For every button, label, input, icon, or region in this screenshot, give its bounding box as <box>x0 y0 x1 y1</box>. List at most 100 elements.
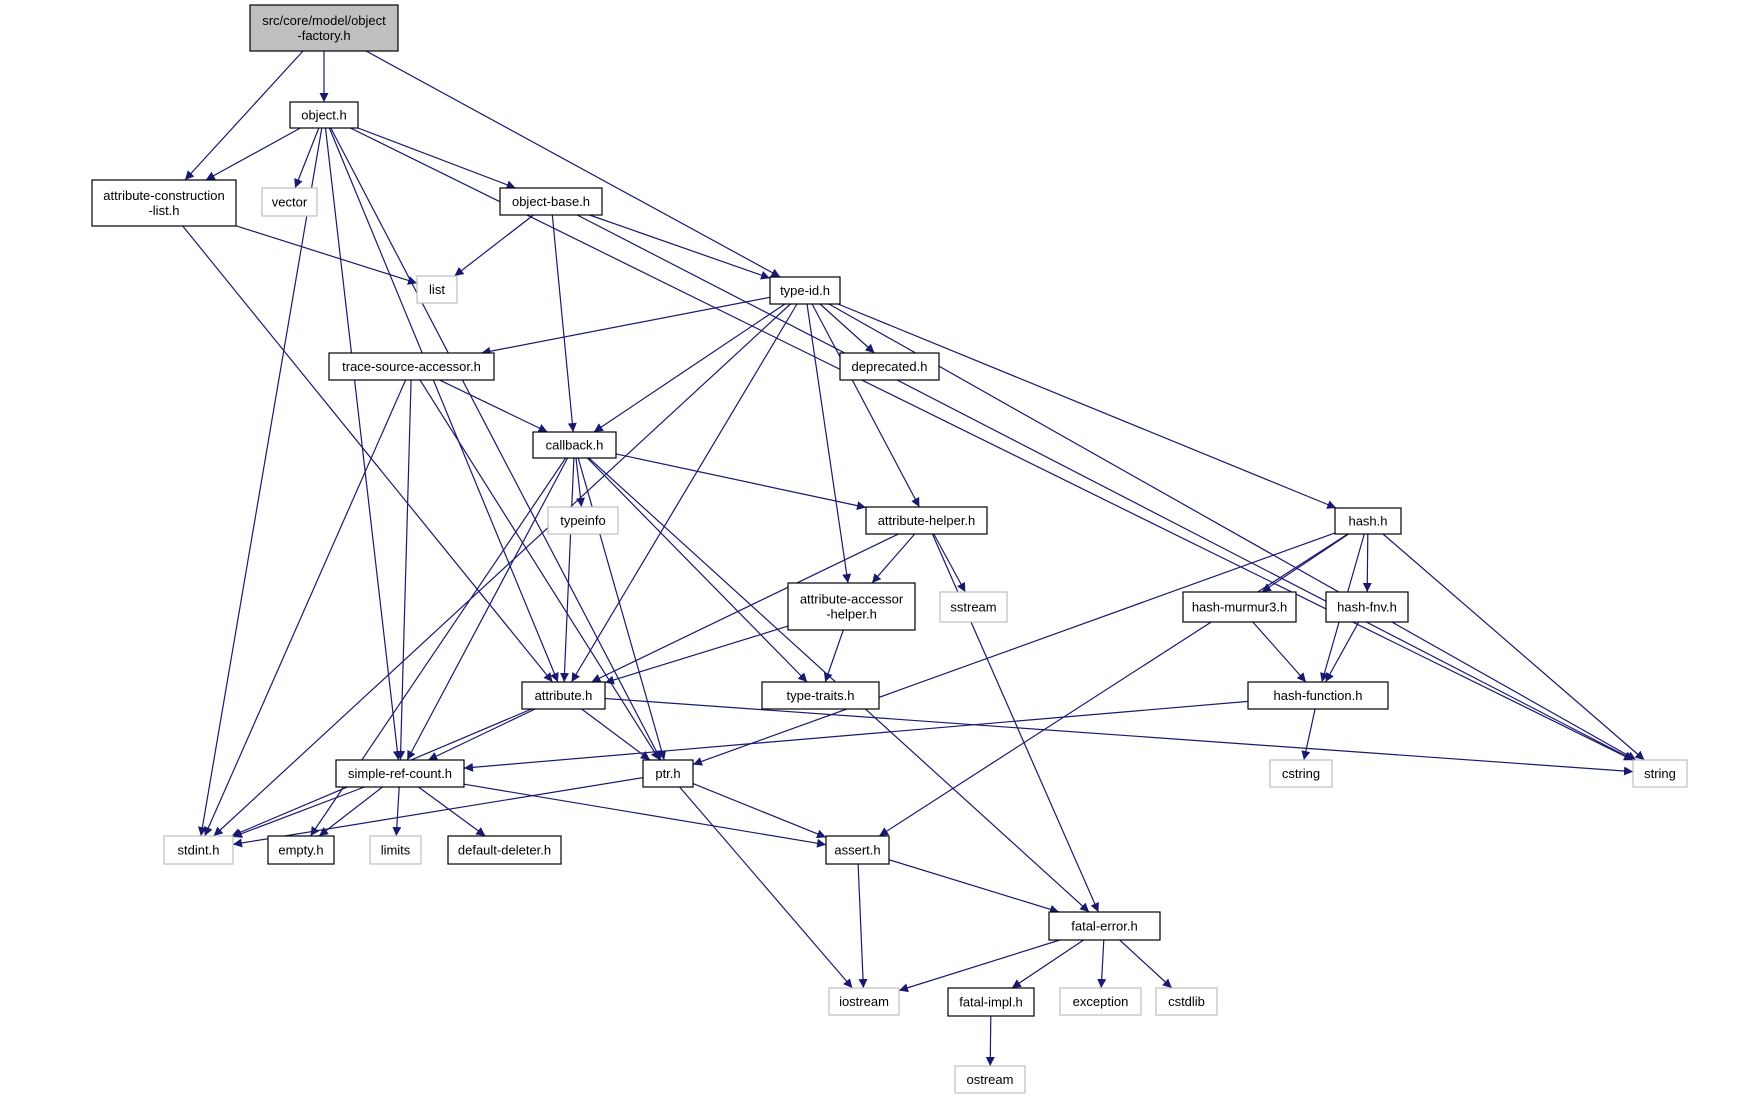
node-label-accessor-line2: -helper.h <box>826 607 877 622</box>
edge-simpleref-to-stdint <box>232 786 365 838</box>
node-box-root <box>249 4 399 52</box>
node-box-attrcons <box>91 179 237 227</box>
node-object[interactable]: object.h <box>289 101 359 129</box>
node-box-typeid <box>769 276 841 305</box>
node-box-exception <box>1059 987 1142 1016</box>
node-label-hash: hash.h <box>1348 514 1387 529</box>
node-assert[interactable]: assert.h <box>825 835 890 865</box>
edge-hash-to-assert <box>878 533 1349 837</box>
node-string: string <box>1632 759 1688 788</box>
node-fatalimpl[interactable]: fatal-impl.h <box>947 987 1035 1017</box>
node-list: list <box>416 275 458 304</box>
edge-accessor-to-attribute <box>604 625 789 685</box>
node-tsa[interactable]: trace-source-accessor.h <box>328 352 495 381</box>
node-label-assert: assert.h <box>834 843 880 858</box>
edge-attrhelper-to-accessor <box>871 533 916 584</box>
node-box-ptr <box>642 759 694 788</box>
edge-attribute-to-simpleref <box>428 708 536 761</box>
node-fnv[interactable]: hash-fnv.h <box>1325 591 1409 623</box>
node-box-hashfunc <box>1247 681 1389 710</box>
node-label-typetraits: type-traits.h <box>787 688 855 703</box>
edge-typeid-to-deprecated <box>819 303 875 354</box>
node-label-string: string <box>1644 766 1676 781</box>
node-iostream: iostream <box>828 987 900 1016</box>
node-label-stdint: stdint.h <box>178 843 220 858</box>
edge-typeid-to-callback <box>593 303 786 433</box>
edge-hashfunc-to-cstring <box>1301 708 1316 761</box>
node-box-limits <box>369 835 422 865</box>
node-hashfunc[interactable]: hash-function.h <box>1247 681 1389 710</box>
node-box-callback <box>532 431 617 459</box>
node-label-root-line1: src/core/model/object <box>262 13 386 28</box>
node-box-simpleref <box>335 759 465 788</box>
node-box-tsa <box>328 352 495 381</box>
edge-simpleref-to-assert <box>463 783 827 848</box>
node-box-murmur <box>1182 591 1297 623</box>
edge-fatalerr-to-fatalimpl <box>1011 939 1084 989</box>
node-label-murmur: hash-murmur3.h <box>1192 600 1287 615</box>
edge-typeid-to-tsa <box>481 296 771 356</box>
edge-object-to-ptr <box>330 127 662 761</box>
edge-simpleref-to-empty <box>318 786 383 837</box>
node-label-cstring: cstring <box>1282 766 1320 781</box>
node-accessor[interactable]: attribute-accessor-helper.h <box>787 582 916 631</box>
node-label-cstdlib: cstdlib <box>1168 994 1205 1009</box>
node-attrcons[interactable]: attribute-construction-list.h <box>91 179 237 227</box>
node-callback[interactable]: callback.h <box>532 431 617 459</box>
edge-typeid-to-attrhelper <box>811 303 920 508</box>
node-box-object <box>289 101 359 129</box>
node-label-ostream: ostream <box>967 1072 1014 1087</box>
edge-fnv-to-hashfunc <box>1324 621 1360 683</box>
edge-root-to-typeid <box>365 50 781 278</box>
edge-hash-to-fnv <box>1362 533 1372 593</box>
node-fatalerr[interactable]: fatal-error.h <box>1048 911 1161 941</box>
node-label-hashfunc: hash-function.h <box>1274 688 1363 703</box>
edge-murmur-to-hashfunc <box>1252 621 1307 683</box>
node-layer: src/core/model/object-factory.h object.h a… <box>91 4 1688 1094</box>
node-simpleref[interactable]: simple-ref-count.h <box>335 759 465 788</box>
edge-object-to-attribute <box>328 127 559 683</box>
node-label-fnv: hash-fnv.h <box>1337 600 1397 615</box>
edge-fatalerr-to-cstdlib <box>1119 939 1173 989</box>
node-typeid[interactable]: type-id.h <box>769 276 841 305</box>
node-deprecated[interactable]: deprecated.h <box>839 352 940 381</box>
edge-typeid-to-string <box>828 303 1637 761</box>
node-label-typeid: type-id.h <box>780 283 830 298</box>
node-vector: vector <box>261 187 318 217</box>
edge-tsa-to-simpleref <box>396 379 412 761</box>
node-root[interactable]: src/core/model/object-factory.h <box>249 4 399 52</box>
node-box-attrhelper <box>865 506 988 535</box>
edge-objbase-to-callback <box>551 214 577 433</box>
node-box-ostream <box>954 1065 1026 1094</box>
edge-callback-to-typetraits <box>586 457 808 683</box>
edge-tsa-to-ptr <box>419 379 661 761</box>
node-attribute[interactable]: attribute.h <box>521 681 606 710</box>
node-exception: exception <box>1059 987 1142 1016</box>
node-label-typeinfo: typeinfo <box>560 513 606 528</box>
node-cstring: cstring <box>1269 759 1333 788</box>
node-attrhelper[interactable]: attribute-helper.h <box>865 506 988 535</box>
node-objbase[interactable]: object-base.h <box>499 187 603 216</box>
node-box-typetraits <box>761 681 880 710</box>
node-box-fatalerr <box>1048 911 1161 941</box>
node-sstream: sstream <box>939 591 1008 623</box>
edge-ptr-to-stdint <box>232 777 644 848</box>
node-box-deprecated <box>839 352 940 381</box>
node-hash[interactable]: hash.h <box>1334 507 1402 535</box>
edge-typeid-to-attribute <box>570 303 798 683</box>
node-typetraits[interactable]: type-traits.h <box>761 681 880 710</box>
node-box-attribute <box>521 681 606 710</box>
edge-object-to-objbase <box>357 127 516 190</box>
edge-object-to-string <box>350 127 1634 761</box>
edge-fatalimpl-to-ostream <box>985 1015 995 1067</box>
edge-hashfunc-to-simpleref <box>463 700 1249 772</box>
node-murmur[interactable]: hash-murmur3.h <box>1182 591 1297 623</box>
edge-object-to-simpleref <box>324 127 402 761</box>
edge-ptr-to-iostream <box>679 786 853 989</box>
node-label-simpleref: simple-ref-count.h <box>348 766 452 781</box>
edge-typeid-to-accessor <box>806 303 852 584</box>
node-label-ptr: ptr.h <box>655 766 680 781</box>
node-ptr[interactable]: ptr.h <box>642 759 694 788</box>
node-defdel[interactable]: default-deleter.h <box>447 835 562 865</box>
node-empty[interactable]: empty.h <box>267 835 335 865</box>
